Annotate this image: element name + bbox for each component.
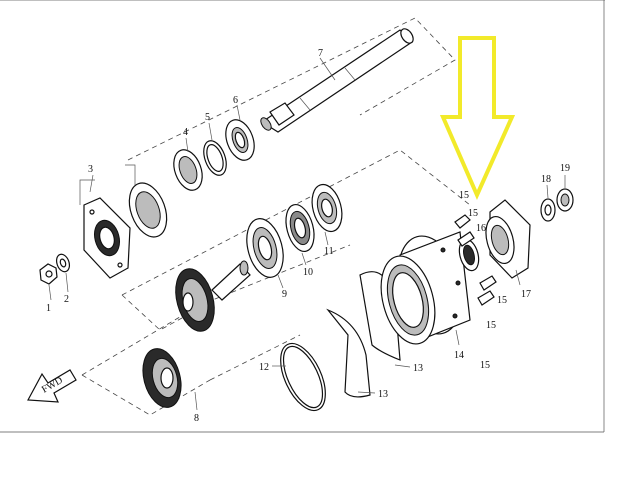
assembly-outline-lower-2 — [209, 334, 301, 381]
leader-9 — [277, 274, 284, 289]
label-part-1: 1 — [46, 303, 51, 314]
label-part-10: 10 — [303, 267, 313, 278]
label-part-6: 6 — [233, 95, 238, 106]
collar-part — [128, 182, 168, 238]
label-part-15d: 15 — [486, 320, 496, 331]
bearing-9-part — [246, 218, 284, 278]
leader-10 — [301, 252, 307, 266]
seal-16-part — [458, 238, 480, 272]
label-part-15e: 15 — [480, 360, 490, 371]
bolt-15-lower-part — [477, 290, 495, 306]
assembly-outline-upper — [121, 149, 471, 296]
seal-part — [173, 149, 203, 191]
leader-5 — [208, 122, 213, 141]
leader-4 — [185, 137, 189, 153]
nut-part — [39, 263, 58, 285]
shim-lower-part — [326, 308, 371, 398]
leader-1 — [48, 284, 52, 301]
bevel-ring-gear-part — [142, 348, 182, 408]
label-part-12: 12 — [259, 362, 269, 373]
leader-3 — [89, 174, 94, 193]
label-part-8: 8 — [194, 413, 199, 424]
bracket-3-top — [125, 164, 136, 185]
highlight-arrow-icon — [439, 36, 516, 200]
bevel-pinion-gear-part — [175, 260, 251, 332]
bolt-15-mid-part — [457, 231, 475, 247]
flange-cover-part — [485, 199, 531, 279]
label-part-11: 11 — [324, 246, 334, 257]
label-part-15a: 15 — [459, 190, 469, 201]
label-part-16: 16 — [476, 223, 486, 234]
bearing-part — [225, 119, 255, 161]
label-part-18: 18 — [541, 174, 551, 185]
fwd-direction-arrow: FWD — [27, 369, 77, 403]
leader-14 — [455, 329, 460, 346]
bracket-3-left — [79, 179, 95, 205]
needle-bearing-part — [285, 203, 315, 253]
assembly-outline-shaft — [127, 17, 456, 161]
circlip-part — [203, 140, 227, 176]
leader-18 — [546, 184, 549, 199]
label-part-13a: 13 — [413, 363, 423, 374]
bolt-15-right-part — [479, 275, 497, 291]
leader-13b — [357, 391, 376, 394]
bearing-11-part — [311, 183, 343, 233]
label-part-4: 4 — [183, 127, 188, 138]
label-part-9: 9 — [282, 289, 287, 300]
shaft-part — [260, 28, 414, 133]
final-drive-housing-part — [380, 231, 471, 345]
label-part-5: 5 — [205, 112, 210, 123]
washer-18-part — [540, 198, 556, 222]
leader-7 — [319, 57, 336, 81]
label-part-13b: 13 — [378, 389, 388, 400]
leader-13a — [394, 364, 411, 368]
leader-6 — [236, 104, 241, 121]
housing-flange-part — [83, 197, 131, 279]
o-ring-part — [280, 342, 326, 412]
leader-8 — [194, 391, 198, 411]
bolt-15-upper-part — [454, 214, 471, 229]
nut-19-part — [556, 188, 574, 212]
leader-11 — [324, 231, 329, 246]
label-part-3: 3 — [88, 164, 93, 175]
label-part-2: 2 — [64, 294, 69, 305]
label-part-15b: 15 — [468, 208, 478, 219]
label-part-14: 14 — [454, 350, 464, 361]
leader-17 — [515, 269, 521, 286]
label-part-15c: 15 — [497, 295, 507, 306]
leader-2 — [65, 272, 69, 293]
label-part-7: 7 — [318, 48, 323, 59]
washer-part — [55, 253, 71, 273]
label-part-19: 19 — [560, 163, 570, 174]
label-part-17: 17 — [521, 289, 531, 300]
